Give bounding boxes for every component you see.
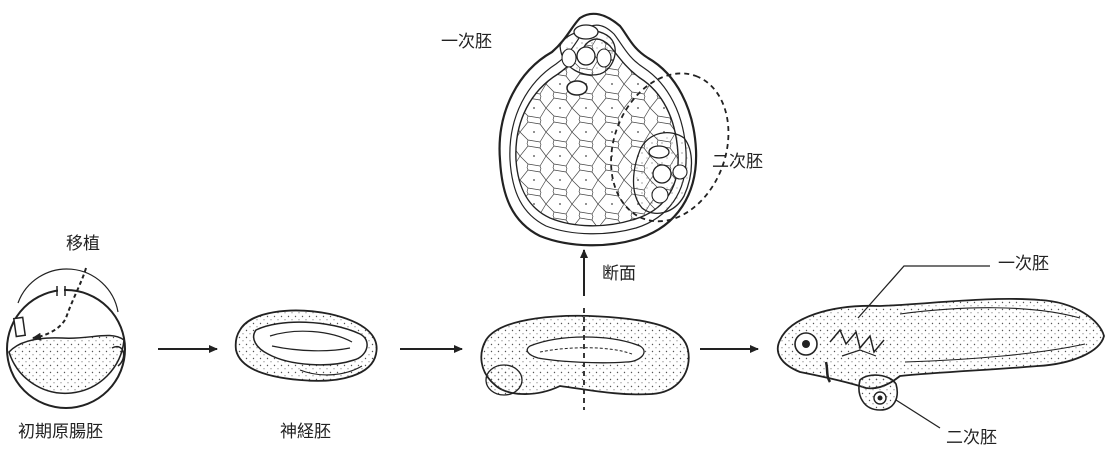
secondary-embryo-tadpole-label: 二次胚 bbox=[946, 430, 997, 447]
secondary-embryo-leader-line bbox=[896, 400, 940, 428]
neurula-drawing bbox=[236, 311, 377, 381]
cross-section-drawing bbox=[500, 14, 749, 245]
primary-embryo-tadpole-label: 一次胚 bbox=[998, 256, 1049, 273]
transplant-label: 移植 bbox=[66, 236, 100, 253]
early-gastrula-drawing bbox=[7, 269, 125, 408]
tadpole-twin-drawing bbox=[778, 299, 1104, 410]
early-gastrula-label: 初期原腸胚 bbox=[18, 424, 103, 441]
cross-section-label: 断面 bbox=[602, 266, 636, 283]
twin-embryo-drawing bbox=[481, 316, 688, 395]
neurula-label: 神経胚 bbox=[280, 424, 331, 441]
primary-embryo-section-label: 一次胚 bbox=[441, 34, 492, 51]
secondary-embryo-section-label: 二次胚 bbox=[712, 154, 763, 171]
